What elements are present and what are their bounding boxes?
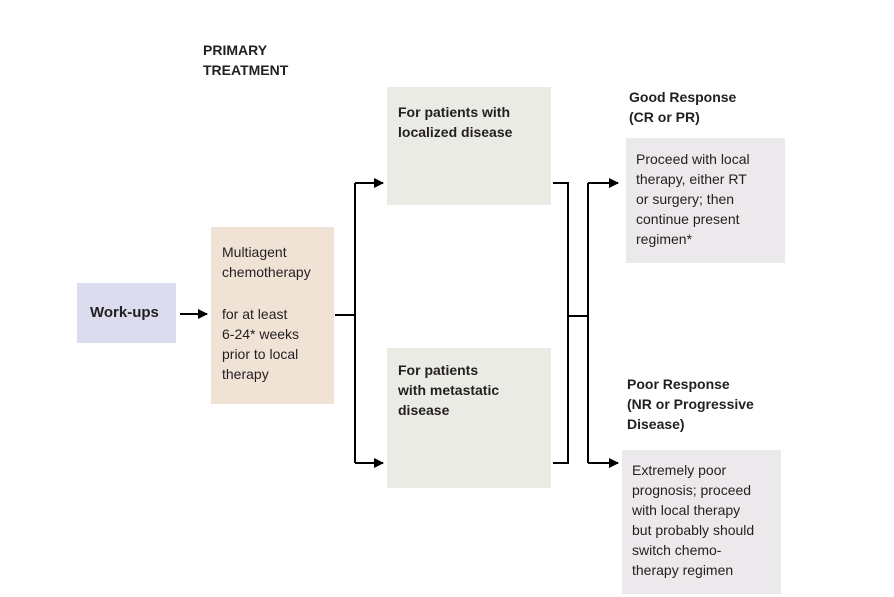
good-response-box: Proceed with local therapy, either RT or…: [626, 138, 785, 263]
localized-disease-box: For patients with localized disease: [387, 87, 551, 205]
workups-box: Work-ups: [77, 283, 176, 343]
chemotherapy-duration: for at least 6-24* weeks prior to local …: [222, 306, 300, 382]
poor-response-box: Extremely poor prognosis; proceed with l…: [622, 450, 781, 594]
workups-label: Work-ups: [90, 304, 159, 321]
metastatic-disease-label: For patients with metastatic disease: [398, 362, 500, 418]
good-response-title: Good Response (CR or PR): [629, 89, 737, 125]
chemotherapy-label: Multiagent chemotherapy: [222, 244, 311, 280]
metastatic-disease-box: For patients with metastatic disease: [387, 348, 551, 488]
chemotherapy-box: Multiagent chemotherapy for at least 6-2…: [211, 227, 334, 404]
primary-treatment-heading: PRIMARY TREATMENT: [203, 42, 289, 78]
localized-disease-label: For patients with localized disease: [398, 104, 513, 140]
bracket-patients-outcome: [553, 182, 569, 464]
poor-response-text: Extremely poor prognosis; proceed with l…: [632, 462, 755, 578]
poor-response-title: Poor Response (NR or Progressive Disease…: [627, 376, 754, 432]
good-response-text: Proceed with local therapy, either RT or…: [636, 151, 750, 247]
